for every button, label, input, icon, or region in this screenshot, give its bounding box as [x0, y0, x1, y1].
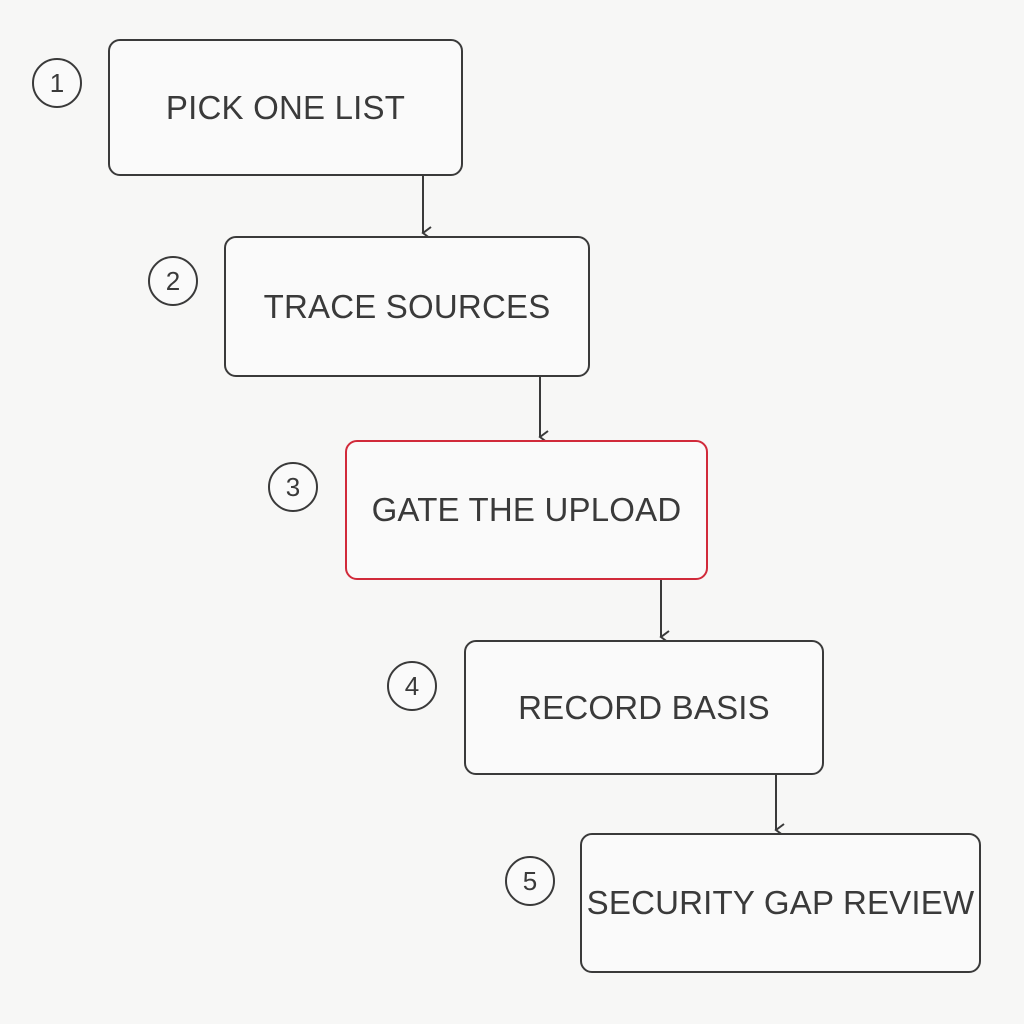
step-5-label: SECURITY GAP REVIEW [586, 884, 975, 921]
step-2-number: 2 [148, 256, 198, 306]
step-3-box: GATE THE UPLOAD [345, 440, 708, 580]
step-4-box: RECORD BASIS [464, 640, 824, 775]
step-3-number: 3 [268, 462, 318, 512]
step-4-label: RECORD BASIS [518, 688, 770, 726]
step-4-number: 4 [387, 661, 437, 711]
step-2-label: TRACE SOURCES [263, 287, 551, 325]
step-1-number: 1 [32, 58, 82, 108]
step-1-box: PICK ONE LIST [108, 39, 463, 176]
step-2-box: TRACE SOURCES [224, 236, 590, 377]
step-1-label: PICK ONE LIST [165, 88, 406, 126]
step-3-label: GATE THE UPLOAD [371, 491, 682, 528]
step-5-box: SECURITY GAP REVIEW [580, 833, 981, 973]
step-5-number: 5 [505, 856, 555, 906]
